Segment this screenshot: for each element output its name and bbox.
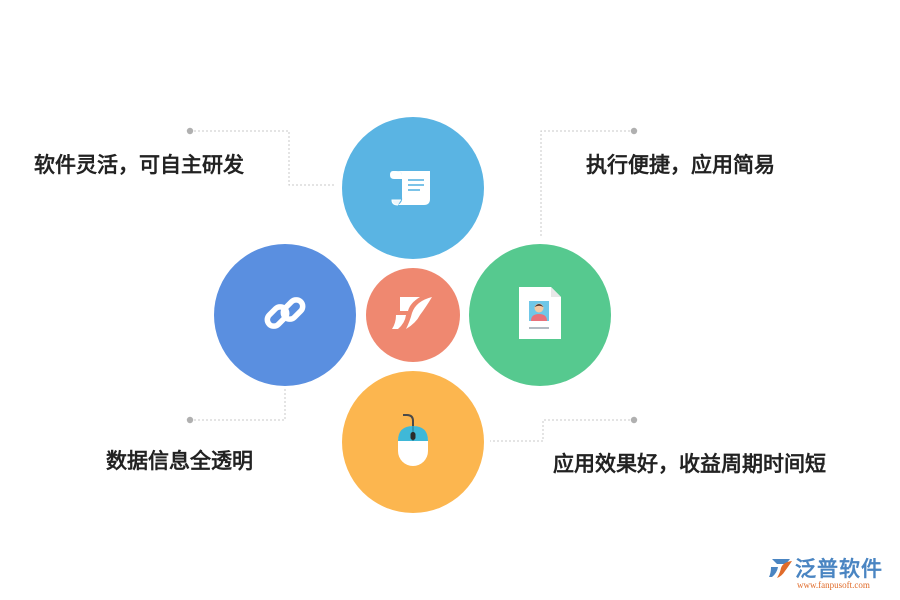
- feature-circle-top: [342, 117, 484, 259]
- logo-mark-icon: [768, 555, 794, 585]
- logo-name: 泛普软件: [795, 557, 883, 581]
- logo-url: www.fanpusoft.com: [797, 580, 870, 590]
- connector-dot-bottom-right: [630, 416, 638, 424]
- connector-dot-top-left: [186, 127, 194, 135]
- feature-circle-right: [469, 244, 611, 386]
- feature-label-bottom-left: 数据信息全透明: [106, 449, 253, 473]
- chain-link-icon: [258, 286, 312, 344]
- connector-top-left: [190, 130, 334, 186]
- connector-dot-bottom-left: [186, 416, 194, 424]
- connector-bottom-right: [490, 419, 634, 442]
- center-circle: [366, 268, 460, 362]
- brand-logo-icon: [390, 293, 436, 337]
- connector-top-right: [540, 130, 634, 238]
- id-document-icon: [517, 285, 563, 345]
- connector-dot-top-right: [630, 127, 638, 135]
- feature-circle-bottom: [342, 371, 484, 513]
- mouse-icon: [393, 412, 433, 472]
- feature-label-bottom-right: 应用效果好，收益周期时间短: [553, 452, 826, 476]
- connector-bottom-left: [190, 388, 286, 421]
- brand-logo: 泛普软件 www.fanpusoft.com: [768, 553, 894, 597]
- feature-circle-left: [214, 244, 356, 386]
- feature-label-top-right: 执行便捷，应用简易: [586, 153, 775, 177]
- feature-label-top-left: 软件灵活，可自主研发: [34, 153, 244, 177]
- scroll-icon: [388, 163, 438, 213]
